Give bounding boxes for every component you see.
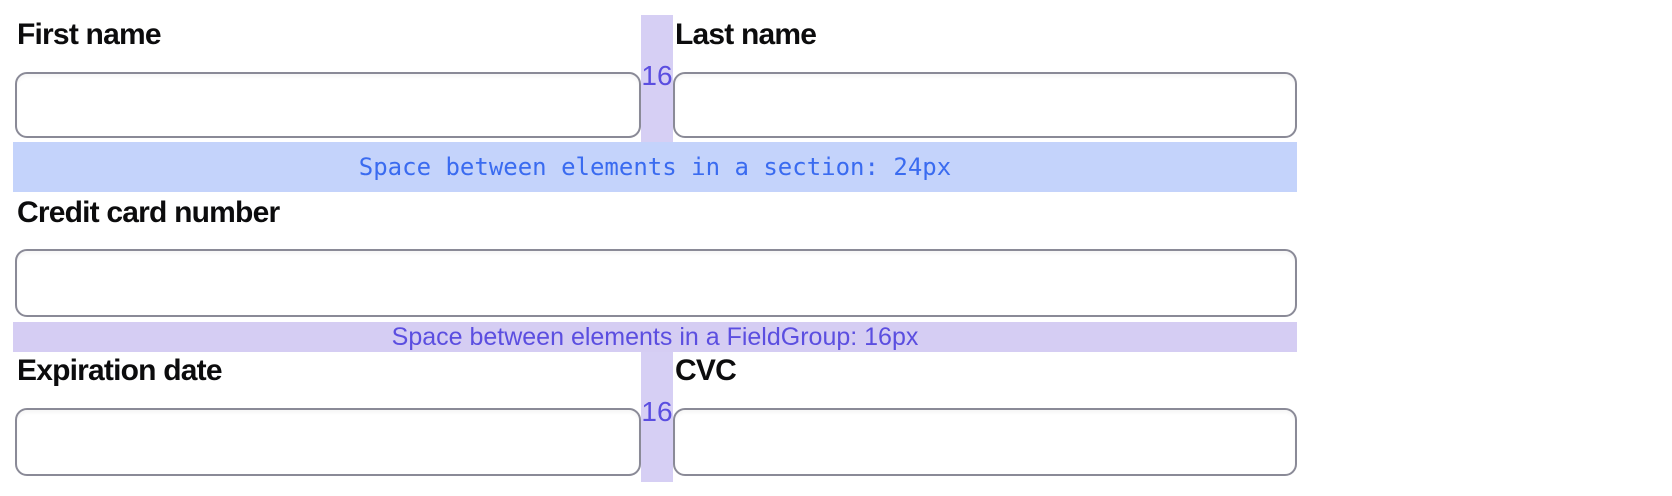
cvc-input[interactable] (673, 408, 1297, 476)
column-gap-indicator-top (641, 15, 673, 142)
cvc-label: CVC (675, 354, 737, 387)
gap-size-label-bottom: 16 (641, 396, 673, 427)
credit-card-number-input[interactable] (15, 249, 1297, 317)
first-name-label: First name (17, 18, 162, 51)
fieldgroup-spacing-band-text: Space between elements in a FieldGroup: … (391, 322, 919, 351)
fieldgroup-spacing-band: Space between elements in a FieldGroup: … (13, 322, 1297, 352)
last-name-input[interactable] (673, 72, 1297, 138)
expiration-date-label: Expiration date (17, 354, 223, 387)
gap-size-label-top: 16 (641, 60, 673, 91)
credit-card-number-label: Credit card number (17, 196, 280, 229)
last-name-label: Last name (675, 18, 817, 51)
expiration-date-input[interactable] (15, 408, 641, 476)
first-name-input[interactable] (15, 72, 641, 138)
section-spacing-band: Space between elements in a section: 24p… (13, 142, 1297, 192)
section-spacing-band-text: Space between elements in a section: 24p… (358, 153, 952, 181)
column-gap-indicator-bottom (641, 352, 673, 482)
